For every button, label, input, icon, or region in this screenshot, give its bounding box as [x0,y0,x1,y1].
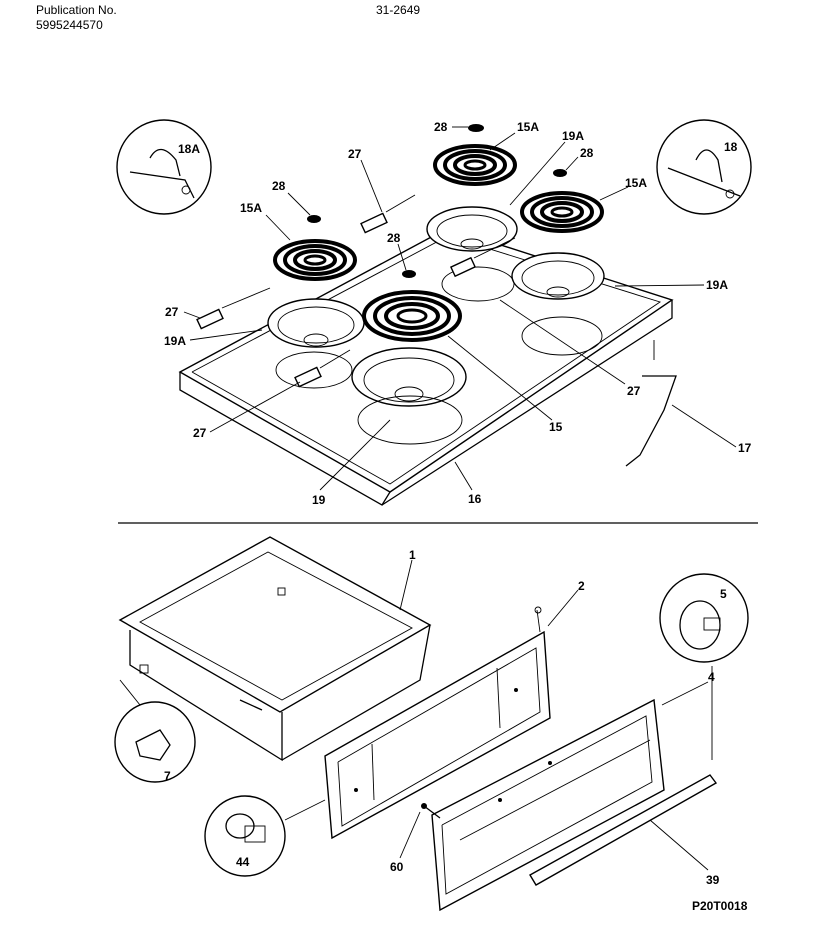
callout-39: 39 [706,873,720,887]
callout-1: 1 [409,548,416,562]
callout-15: 15 [549,420,563,434]
reference-number: 31-2649 [376,3,421,17]
opening-right [521,316,603,356]
opening-left [275,351,353,389]
callout-18a: 18A [178,142,200,156]
detail-44-glide [204,795,286,877]
callout-44: 44 [236,855,250,869]
leader-lines-lower [119,559,713,871]
detail-18-bracket [656,119,752,215]
receptacle-left [196,287,271,330]
callout-15a: 15A [625,176,647,190]
callout-27: 27 [348,147,362,161]
surface-element-rear [433,144,517,186]
callout-7: 7 [164,769,171,783]
callout-15a: 15A [240,201,262,215]
drawer-assembly [114,536,749,912]
callout-4: 4 [708,670,715,684]
detail-5-bumper [659,573,749,663]
drip-pan-left [267,298,365,348]
surface-element-front [362,290,462,342]
drip-pan-right [511,252,605,300]
drawer-trim [529,774,718,886]
drawer-front-panel [431,698,665,912]
leader-lines-upper [183,126,737,491]
cap-left [307,215,321,223]
callout-27: 27 [193,426,207,440]
surface-element-right [520,191,604,233]
callout-27: 27 [165,305,179,319]
cap-front [402,270,416,278]
callout-28: 28 [387,231,401,245]
drip-pan-rear [426,206,518,252]
callout-28: 28 [434,120,448,134]
callout-19a: 19A [164,334,186,348]
callout-2: 2 [578,579,585,593]
receptacle-top [360,194,416,234]
callout-labels: 28 15A 19A 27 28 15A 18A 18 28 15A 28 19… [164,120,752,887]
detail-7-roller [114,701,196,783]
opening-front [357,395,463,445]
callout-5: 5 [720,587,727,601]
callout-28: 28 [580,146,594,160]
cap-right [553,169,567,177]
opening-rear [441,266,515,302]
drawer-back-panel [324,606,551,840]
callout-19a: 19A [706,278,728,292]
receptacle-rear-right [449,237,516,278]
callout-28: 28 [272,179,286,193]
drip-pan-front [351,347,467,407]
cooktop-assembly [116,119,752,506]
callout-19: 19 [312,493,326,507]
detail-18a-bracket [116,119,212,215]
drawer-box [118,536,432,762]
figure-code: P20T0018 [692,899,748,913]
receptacle-bottom [294,349,351,388]
cap-rear [468,124,484,132]
callout-16: 16 [468,492,482,506]
callout-18: 18 [724,140,738,154]
screw [421,803,441,819]
surface-element-left [273,239,357,281]
callout-19a: 19A [562,129,584,143]
callout-60: 60 [390,860,404,874]
publication-label: Publication No. [36,3,117,17]
callout-15a: 15A [517,120,539,134]
callout-27: 27 [627,384,641,398]
publication-number: 5995244570 [36,18,103,32]
support-rod [625,375,677,467]
callout-17: 17 [738,441,752,455]
